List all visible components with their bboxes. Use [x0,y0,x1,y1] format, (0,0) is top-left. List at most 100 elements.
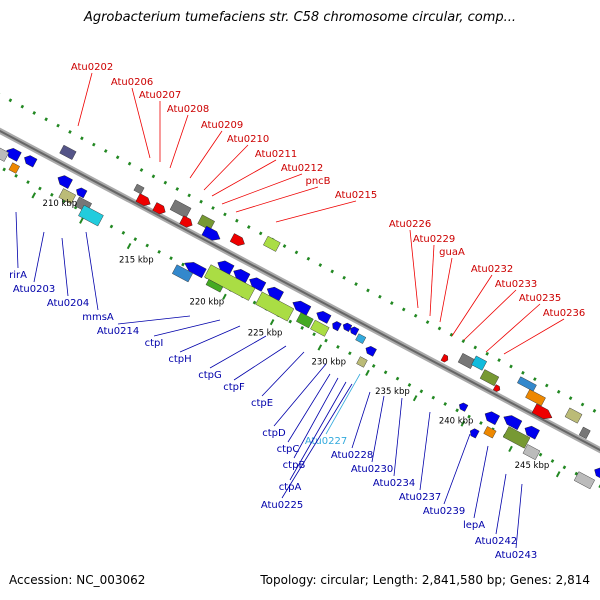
tick-mark [366,288,370,293]
tick-mark [473,345,478,350]
gene-arrow [350,326,360,336]
gene-label: Atu0227 [305,436,347,447]
gene-arrow [332,321,342,332]
tick-mark [145,243,150,248]
label-leader [169,114,189,169]
gene-arrow [229,233,245,246]
gene-feature [0,144,10,162]
label-leader [325,373,361,435]
gene-label: Atu0228 [331,450,373,461]
tick-mark [246,225,251,229]
tick-mark [538,452,543,457]
gene-box [457,353,476,369]
tick-mark [199,199,203,204]
gene-feature [470,428,480,439]
gene-feature [355,333,367,344]
gene-label: Atu0207 [139,90,181,101]
tick-mark [2,167,6,172]
gene-feature [484,411,500,426]
gene-arrow [342,322,353,332]
gene-label: guaA [439,247,465,258]
gene-feature [492,384,501,392]
gene-box [483,426,497,439]
tick-mark [413,313,418,318]
gene-feature [233,269,251,284]
label-leader [393,397,403,477]
gene-feature [310,319,330,337]
gene-box [573,471,596,490]
tick-mark [169,256,173,261]
gene-label: Atu0209 [201,120,243,131]
label-leader [131,87,151,159]
major-tick [269,319,275,326]
tick-mark [80,136,84,141]
label-leader [371,395,385,463]
gene-box [310,319,330,337]
tick-mark [455,408,459,413]
gene-label: ctpE [251,398,273,409]
gene-feature [479,369,500,387]
tick-mark [92,142,96,147]
gene-label: Atu0225 [261,500,303,511]
label-leader [419,411,431,491]
major-tick [412,395,418,402]
tick-mark [419,389,424,394]
gene-feature [517,376,537,392]
gene-box [578,426,591,439]
gene-feature [266,286,284,302]
gene-feature [184,262,207,279]
gene-arrow [440,353,449,363]
tick-mark [252,300,257,305]
tick-mark [467,414,471,419]
tick-mark [103,149,108,153]
tick-mark [324,338,328,343]
gene-feature [350,326,360,336]
gene-label: Atu0212 [281,163,323,174]
tick-mark [348,351,352,356]
tick-mark [26,180,30,185]
label-leader [117,315,191,325]
major-tick [317,344,323,351]
gene-arrow [24,155,38,168]
topology-label: Topology: circular; Length: 2,841,580 bp… [260,573,590,587]
gene-label: Atu0234 [373,478,415,489]
gene-box [471,355,488,371]
gene-label: Atu0208 [167,104,209,115]
gene-box [205,279,224,293]
gene-label: Atu0239 [423,506,465,517]
gene-feature [24,155,38,168]
gene-feature [292,300,312,316]
gene-feature [365,346,377,357]
gene-label: ctpI [145,338,164,349]
gene-feature [263,235,281,252]
tick-mark [342,275,346,280]
gene-label: Atu0214 [97,326,139,337]
label-leader [221,173,303,205]
accession-label: Accession: NC_003062 [9,573,146,587]
tick-mark [109,224,114,229]
gene-arrow [470,428,480,439]
gene-feature [502,426,531,449]
label-leader [179,325,241,353]
scale-label: 230 kbp [311,358,346,368]
label-leader [233,345,287,381]
label-leader [153,319,221,337]
gene-arrow [217,260,235,275]
label-leader [61,237,69,297]
label-leader [495,473,507,535]
major-tick [508,445,513,453]
tick-mark [407,383,412,387]
major-tick [365,369,370,376]
label-leader [351,391,371,449]
tick-mark [568,396,573,401]
gene-box [522,444,541,461]
gene-feature [332,321,342,332]
gene-arrow [484,411,500,426]
gene-arrow [76,187,88,199]
gene-label: Atu0202 [71,62,113,73]
tick-mark [437,326,442,331]
gene-feature [8,162,20,174]
tick-mark [562,465,567,470]
gene-label: Atu0242 [475,536,517,547]
tick-mark [354,282,358,286]
